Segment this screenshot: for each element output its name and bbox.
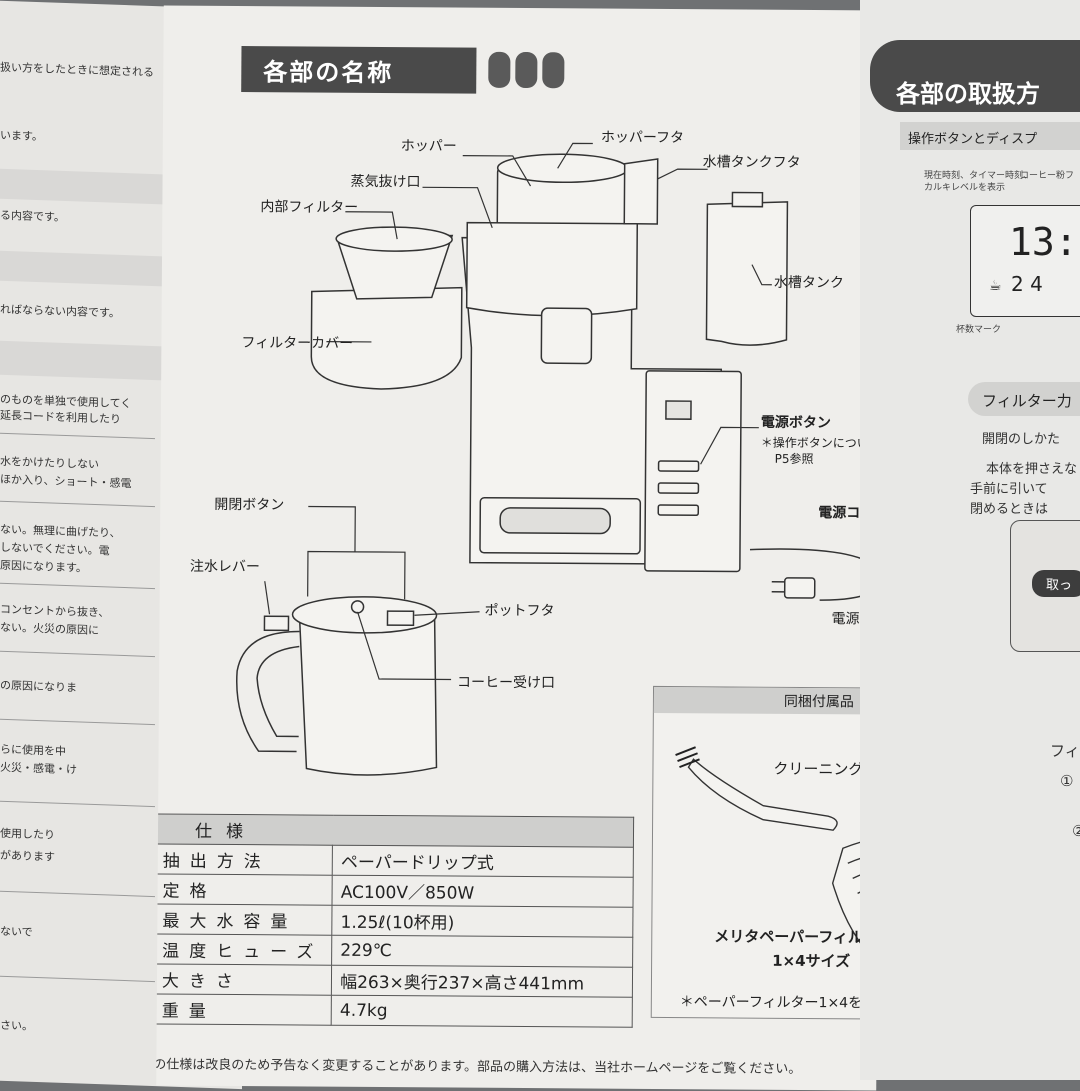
accessories-note: ＊ペーパーフィルター1×4をご使用ください。 bbox=[680, 991, 884, 1013]
lcd-digits: 13: bbox=[1009, 220, 1078, 264]
display-note: コーヒー粉フ bbox=[1020, 168, 1074, 181]
right-subtitle: 操作ボタンとディスプ bbox=[900, 122, 1080, 150]
left-line: 扱い方をしたときに想定される bbox=[0, 59, 154, 80]
label-water-tank: 水槽タンク bbox=[774, 272, 844, 292]
take-button-label: 取っ bbox=[1032, 570, 1080, 597]
label-water-tank-lid: 水槽タンクフタ bbox=[703, 151, 801, 172]
spec-key: 大きさ bbox=[156, 964, 332, 995]
cup-icon: ☕ bbox=[989, 278, 1002, 294]
label-open-button: 開閉ボタン bbox=[214, 494, 284, 514]
left-band bbox=[0, 340, 180, 381]
left-line: る内容です。 bbox=[0, 207, 65, 225]
left-line: ない。火災の原因に bbox=[0, 619, 99, 638]
spec-row: 大きさ幅263×奥行237×高さ441mm bbox=[156, 964, 632, 997]
left-rule bbox=[0, 890, 155, 897]
label-coffee-inlet: コーヒー受け口 bbox=[457, 672, 555, 693]
left-line: 延長コードを利用したり bbox=[0, 407, 121, 427]
right-page: 各部の取扱方 操作ボタンとディスプ 現在時刻、タイマー時刻、 カルキレベルを表示… bbox=[860, 0, 1080, 1080]
main-page: 各部の名称 bbox=[156, 5, 884, 1090]
label-filter-cover: フィルターカバー bbox=[241, 332, 353, 353]
pillar-shape bbox=[541, 308, 591, 363]
filter-size: 1×4サイズ bbox=[772, 950, 850, 972]
cup-mark-label: 杯数マーク bbox=[956, 322, 1001, 335]
pot-body-shape bbox=[298, 611, 437, 775]
hopper-top bbox=[498, 154, 628, 183]
spec-key: 重量 bbox=[156, 994, 331, 1025]
spec-key: 最大水容量 bbox=[156, 904, 332, 935]
left-rule bbox=[0, 800, 155, 807]
display-note: カルキレベルを表示 bbox=[924, 180, 1005, 193]
lcd-display: 13: 2 4 ☕ bbox=[970, 205, 1080, 317]
left-line: らに使用を中 bbox=[0, 741, 66, 759]
label-hopper: ホッパー bbox=[401, 135, 457, 155]
spec-value: 229℃ bbox=[332, 935, 633, 967]
left-rule bbox=[0, 975, 155, 982]
left-line: しないでください。電 bbox=[0, 539, 110, 559]
label-inner-filter: 内部フィルター bbox=[260, 196, 358, 217]
label-power-button: 電源ボタン bbox=[761, 412, 831, 432]
label-power-button-note: P5参照 bbox=[775, 450, 814, 467]
label-steam-vent: 蒸気抜け口 bbox=[350, 171, 420, 191]
left-line: さい。 bbox=[0, 1017, 33, 1034]
filter-name: メリタペーパーフィルター bbox=[714, 925, 884, 947]
open-method-heading: 開閉のしかた bbox=[982, 428, 1060, 447]
spec-key: 抽出方法 bbox=[156, 844, 332, 875]
label-pour-lever: 注水レバー bbox=[190, 556, 260, 576]
left-rule bbox=[0, 718, 155, 725]
left-line: ないで bbox=[0, 923, 33, 940]
left-line: コンセントから抜き、 bbox=[0, 601, 109, 621]
tank-lid-shape bbox=[624, 159, 657, 224]
left-line: 原因になります。 bbox=[0, 557, 87, 576]
label-hopper-lid: ホッパーフタ bbox=[601, 127, 684, 148]
left-line: ほか入り、ショート・感電 bbox=[0, 471, 132, 492]
left-line: 水をかけたりしない bbox=[0, 453, 99, 472]
spec-key: 温度ヒューズ bbox=[156, 934, 332, 965]
filter-section-title: フィルター力 bbox=[968, 382, 1080, 416]
spec-value: 4.7kg bbox=[331, 995, 632, 1027]
right-text: 閉めるときは bbox=[970, 498, 1048, 517]
spec-row: 抽出方法ペーパードリップ式 bbox=[156, 844, 633, 877]
left-line: があります bbox=[0, 847, 55, 865]
left-line: ない。無理に曲げたり、 bbox=[0, 521, 121, 541]
left-band bbox=[0, 250, 180, 287]
lcd-cups: 2 4 bbox=[1011, 272, 1043, 296]
left-line: 使用したり bbox=[0, 825, 55, 843]
right-text: 本体を押さえな bbox=[986, 458, 1077, 477]
spec-value: AC100V／850W bbox=[332, 875, 633, 907]
drum-shape bbox=[467, 223, 638, 317]
spec-key: 定格 bbox=[156, 874, 332, 905]
step-two: ② bbox=[1072, 822, 1080, 840]
step-one: ① bbox=[1060, 772, 1073, 790]
left-line: ればならない内容です。 bbox=[0, 301, 120, 321]
left-band bbox=[0, 168, 180, 205]
label-pot-lid: ポットフタ bbox=[484, 600, 554, 620]
left-line: 火災・感電・け bbox=[0, 759, 77, 778]
left-rule bbox=[0, 432, 155, 439]
spec-value: ペーパードリップ式 bbox=[332, 845, 633, 877]
left-rule bbox=[0, 650, 155, 657]
left-line: の原因になりま bbox=[0, 677, 77, 696]
right-text: 手前に引いて bbox=[970, 478, 1048, 497]
spec-header: 仕様 bbox=[156, 814, 633, 847]
left-rule bbox=[0, 500, 155, 507]
left-rule bbox=[0, 582, 155, 589]
right-text: フィ bbox=[1050, 740, 1080, 761]
spec-value: 1.25ℓ(10杯用) bbox=[332, 905, 633, 937]
right-section-title: 各部の取扱方 bbox=[870, 40, 1080, 112]
spec-value: 幅263×奥行237×高さ441mm bbox=[332, 965, 633, 997]
left-line: います。 bbox=[0, 127, 43, 144]
accessories-box: 同梱付属品 クリーニングブラシ 5 枚 メリタペーパーフィルター 1×4サイズ … bbox=[651, 686, 884, 1020]
